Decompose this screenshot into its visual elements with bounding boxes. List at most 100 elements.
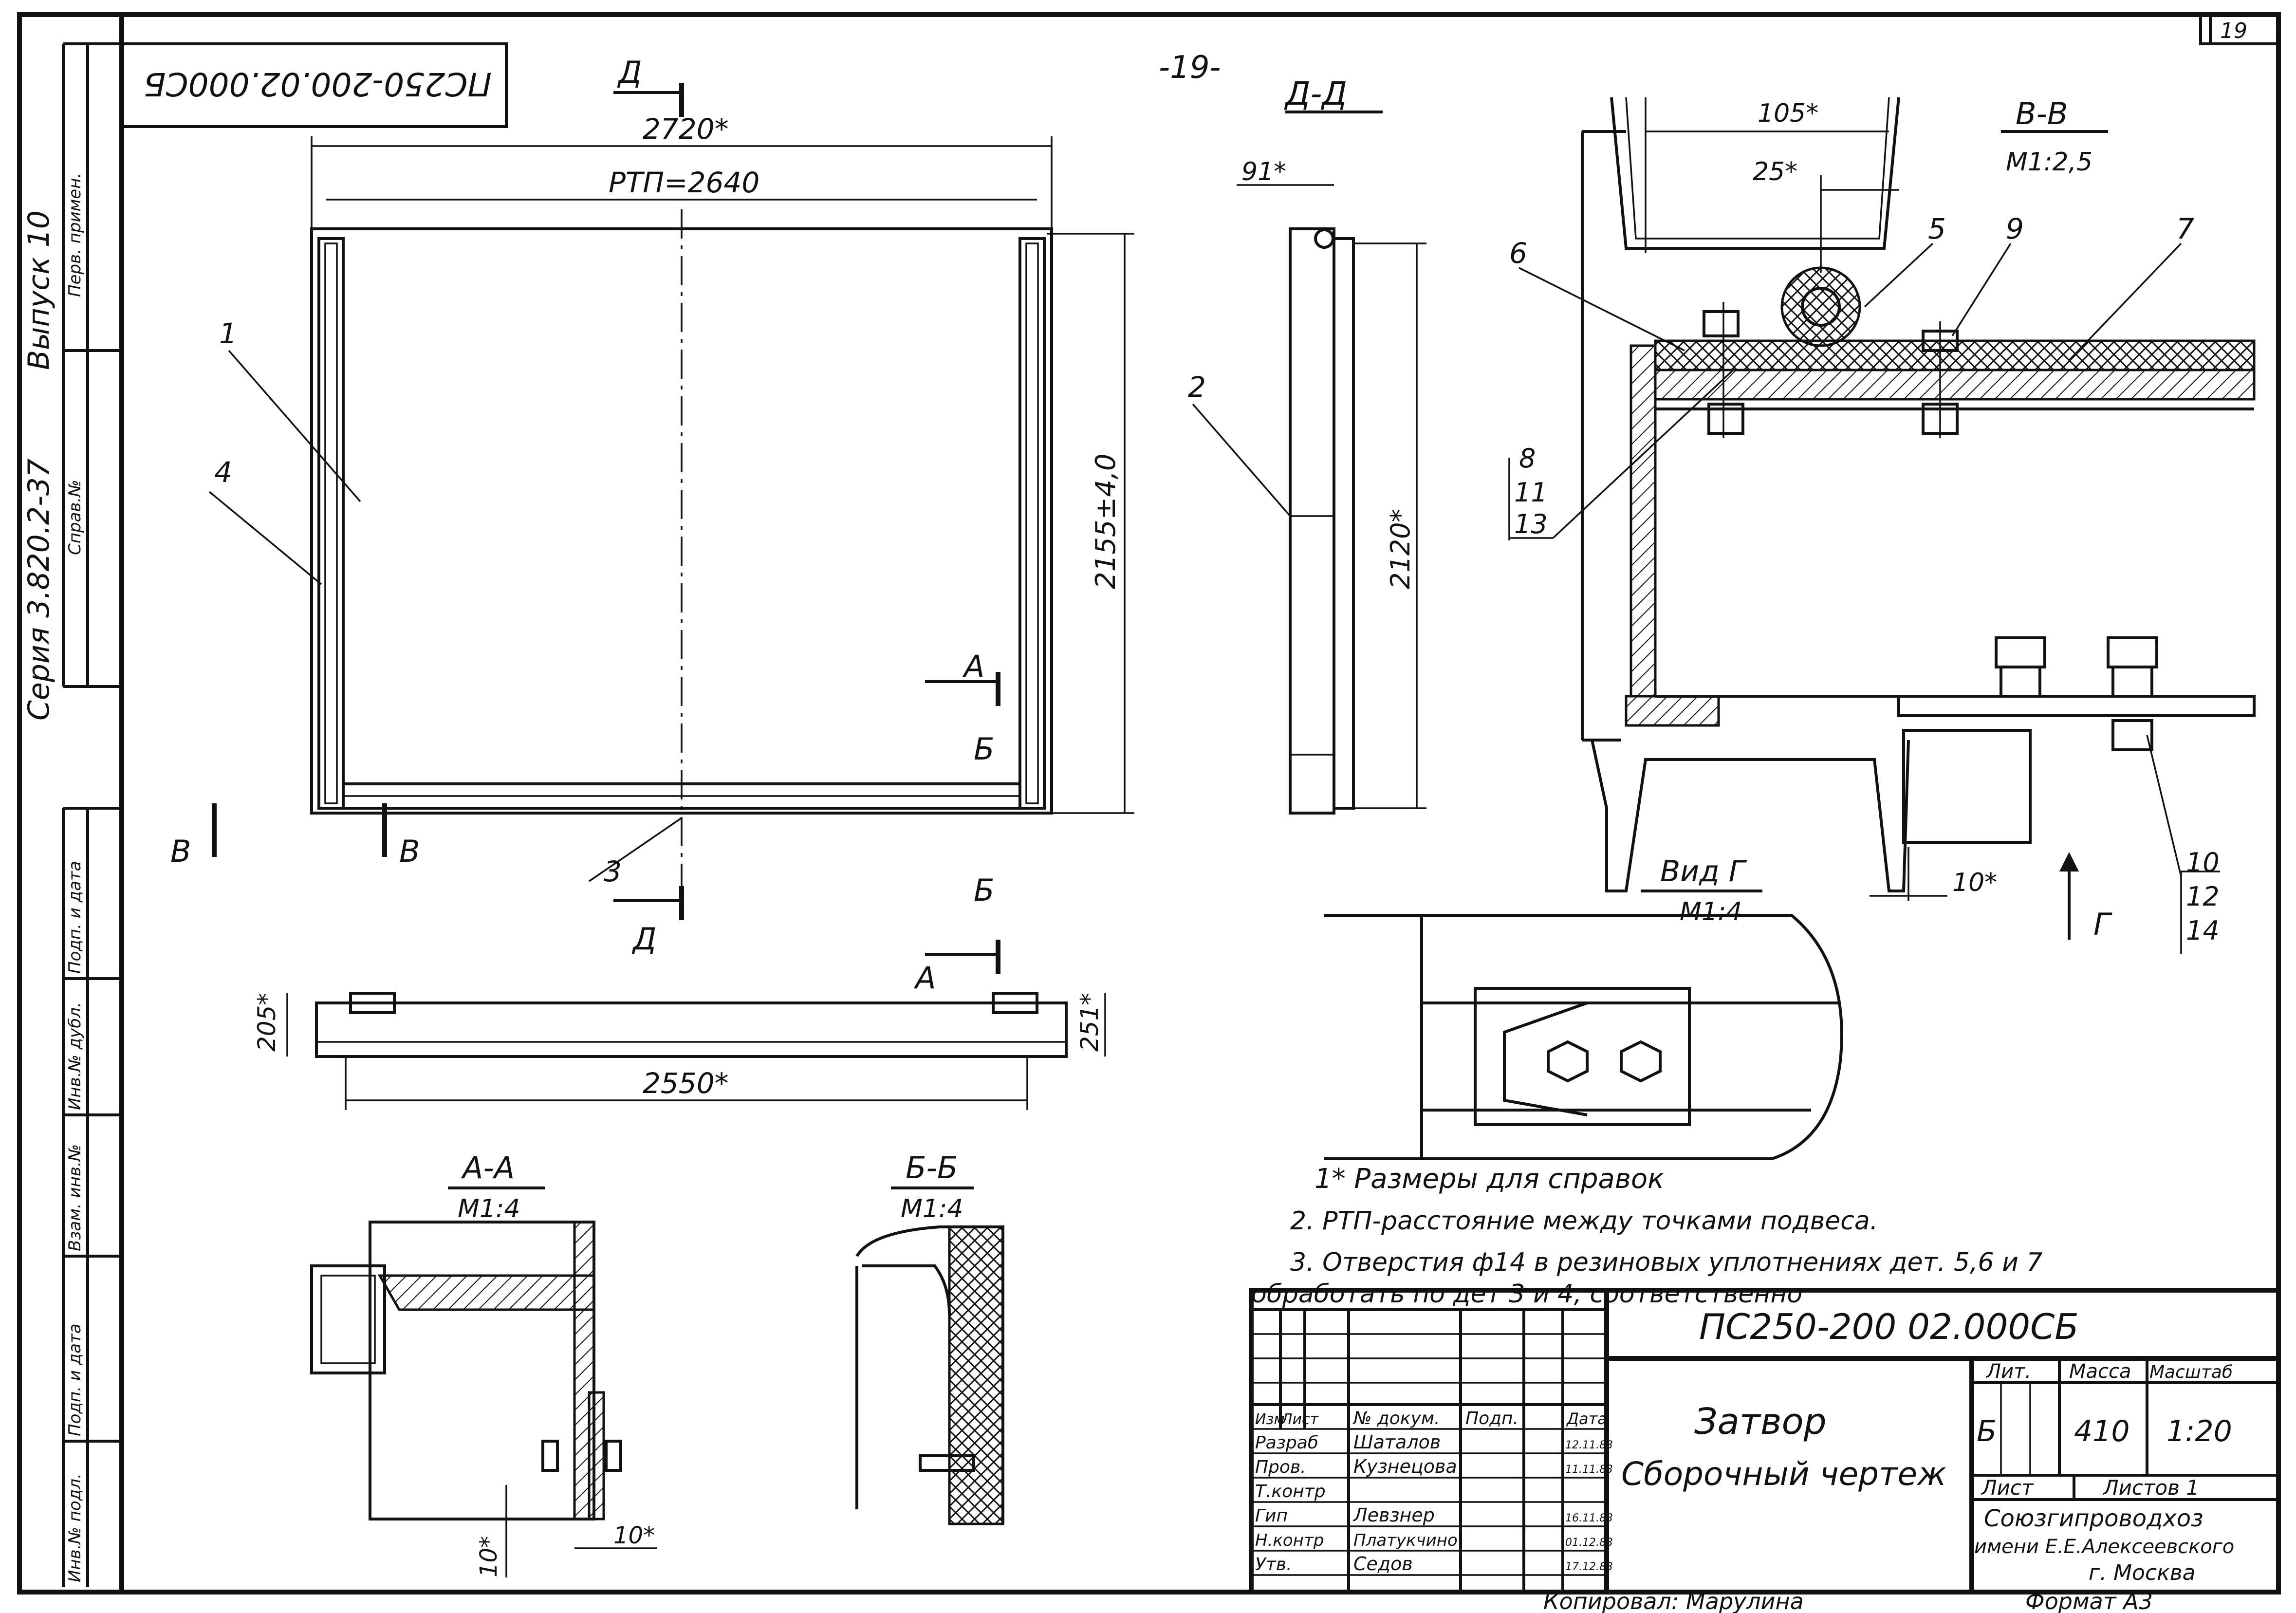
tb-name-row-2: Кузнецова xyxy=(1353,1456,1457,1477)
first-use-label: Перв. примен. xyxy=(65,173,85,297)
tb-name-1: Затвор xyxy=(1694,1401,1827,1443)
dd-dim-height: 2120* xyxy=(1385,509,1416,589)
series-label: Серия 3.820.2-37 xyxy=(22,459,56,721)
vv-leader-7: 7 xyxy=(2176,212,2194,245)
section-vv-scale: М1:2,5 xyxy=(2006,148,2092,177)
section-aa-scale: М1:4 xyxy=(458,1194,520,1224)
vv-stack-13: 13 xyxy=(1514,509,1548,539)
tb-role-3: Т.контр xyxy=(1255,1482,1326,1502)
tb-name-row-5: Платукчино xyxy=(1353,1531,1458,1550)
view-arrow-g: Г xyxy=(2093,907,2112,942)
tb-role-1: Разраб xyxy=(1255,1433,1318,1453)
rotated-designation: ПС250-200.02.000СБ xyxy=(144,65,492,103)
tb-sheets-label: Листов 1 xyxy=(2102,1476,2199,1500)
designation-box xyxy=(120,42,508,128)
tb-scale-label: Масштаб xyxy=(2149,1362,2233,1382)
dim-plan-right: 251* xyxy=(1075,993,1104,1052)
section-bb-scale: М1:4 xyxy=(901,1194,963,1224)
page-number: -19- xyxy=(1159,50,1221,86)
cut-d-top: Д xyxy=(617,55,642,90)
vv-stack-14: 14 xyxy=(2186,915,2220,946)
cut-v-right: В xyxy=(399,834,420,869)
vv-stack-8: 8 xyxy=(1519,443,1536,474)
tb-name-row-4: Левзнер xyxy=(1352,1504,1435,1526)
cut-b-bottom: Б xyxy=(974,872,995,908)
tb-date-1: 12.11.83 xyxy=(1565,1439,1613,1451)
vv-stack-10: 10 xyxy=(2186,847,2220,878)
vv-leader-5: 5 xyxy=(1928,212,1946,245)
plan-view xyxy=(286,992,1106,1110)
sign-date-label-2: Подп. и дата xyxy=(65,1323,85,1436)
dd-leader-2: 2 xyxy=(1188,371,1206,404)
tb-mass-label: Масса xyxy=(2069,1360,2131,1383)
tb-head-list: Лист xyxy=(1281,1411,1319,1428)
section-aa xyxy=(310,1187,657,1577)
vzam-inv-label: Взам. инв.№ xyxy=(65,1144,85,1251)
note-1: 1* Размеры для справок xyxy=(1315,1163,1664,1195)
tb-org-1: Союзгипроводхоз xyxy=(1984,1505,2203,1532)
tb-role-4: Гип xyxy=(1255,1506,1288,1526)
vv-dim-105: 105* xyxy=(1758,99,1818,128)
tb-head-doc: № докум. xyxy=(1352,1409,1440,1428)
sheet-frame xyxy=(17,12,2281,1594)
dim-rtp: РТП=2640 xyxy=(609,166,759,199)
section-bb xyxy=(855,1187,1004,1525)
reference-no-label: Справ.№ xyxy=(65,480,85,555)
aa-dim-b: 10* xyxy=(613,1522,655,1549)
title-block xyxy=(1249,1288,2281,1594)
note-2: 2. РТП-расстояние между точками подвеса. xyxy=(1290,1206,1878,1236)
inv-dubl-label: Инв.№ дубл. xyxy=(65,1002,85,1110)
inv-podl-label: Инв.№ подл. xyxy=(65,1473,85,1582)
tb-scale-value: 1:20 xyxy=(2166,1414,2232,1448)
side-strip xyxy=(62,42,122,1587)
section-dd-title: Д-Д xyxy=(1284,75,1347,112)
section-aa-title: А-А xyxy=(461,1150,515,1186)
section-bb-title: Б-Б xyxy=(906,1150,958,1186)
tb-date-4: 16.11.83 xyxy=(1565,1512,1613,1524)
cut-a-bottom: А xyxy=(913,960,936,996)
cut-a-mark: А xyxy=(962,649,984,684)
tb-role-5: Н.контр xyxy=(1255,1531,1324,1550)
section-vv-title: В-В xyxy=(2016,96,2068,131)
tb-role-2: Пров. xyxy=(1255,1457,1306,1477)
aa-dim-a: 10* xyxy=(475,1536,502,1577)
tb-sheet-label: Лист xyxy=(1981,1476,2034,1500)
vv-leader-9: 9 xyxy=(2006,212,2024,245)
note-3: 3. Отверстия ф14 в резиновых уплотнениях… xyxy=(1290,1248,2043,1277)
dd-dim-top: 91* xyxy=(1241,157,1286,186)
tb-date-5: 01.12.83 xyxy=(1565,1537,1613,1549)
vv-leader-6: 6 xyxy=(1509,237,1527,270)
copied-by: Копировал: Марулина xyxy=(1543,1588,1804,1613)
view-g xyxy=(1324,890,1843,1160)
issue-label: Выпуск 10 xyxy=(22,210,56,370)
vv-stack-12: 12 xyxy=(2186,881,2220,912)
tb-name-row-1: Шаталов xyxy=(1353,1431,1441,1453)
leader-4: 4 xyxy=(214,456,232,489)
view-g-title: Вид Г xyxy=(1660,854,1747,889)
tb-role-6: Утв. xyxy=(1255,1555,1292,1575)
vv-dim-25: 25* xyxy=(1753,157,1797,186)
tb-name-row-6: Седов xyxy=(1353,1553,1413,1575)
tb-head-date: Дата xyxy=(1566,1409,1607,1428)
dim-height: 2155±4,0 xyxy=(1090,454,1122,590)
vv-dim-10: 10* xyxy=(1952,868,1997,897)
leader-1: 1 xyxy=(219,317,237,350)
tb-name-2: Сборочный чертеж xyxy=(1621,1455,1946,1493)
note-4: обработать по дет 3 и 4, соответственно xyxy=(1251,1279,1802,1309)
section-dd xyxy=(1192,111,1426,815)
cut-b-mark: Б xyxy=(974,731,995,767)
cut-v-left: В xyxy=(170,834,191,869)
cut-d-bottom: Д xyxy=(631,921,656,957)
tb-org-2: имени Е.Е.Алексеевского xyxy=(1974,1536,2234,1558)
dim-plan-left: 205* xyxy=(253,993,281,1052)
tb-date-6: 17.12.83 xyxy=(1565,1561,1613,1573)
main-front-view xyxy=(208,83,1134,974)
sign-date-label-1: Подп. и дата xyxy=(65,861,85,974)
vv-stack-11: 11 xyxy=(1514,477,1548,508)
leader-3: 3 xyxy=(604,855,622,888)
tb-org-3: г. Москва xyxy=(2089,1560,2196,1585)
view-g-scale: М1:4 xyxy=(1680,897,1742,927)
format-label: Формат А3 xyxy=(2025,1588,2153,1613)
